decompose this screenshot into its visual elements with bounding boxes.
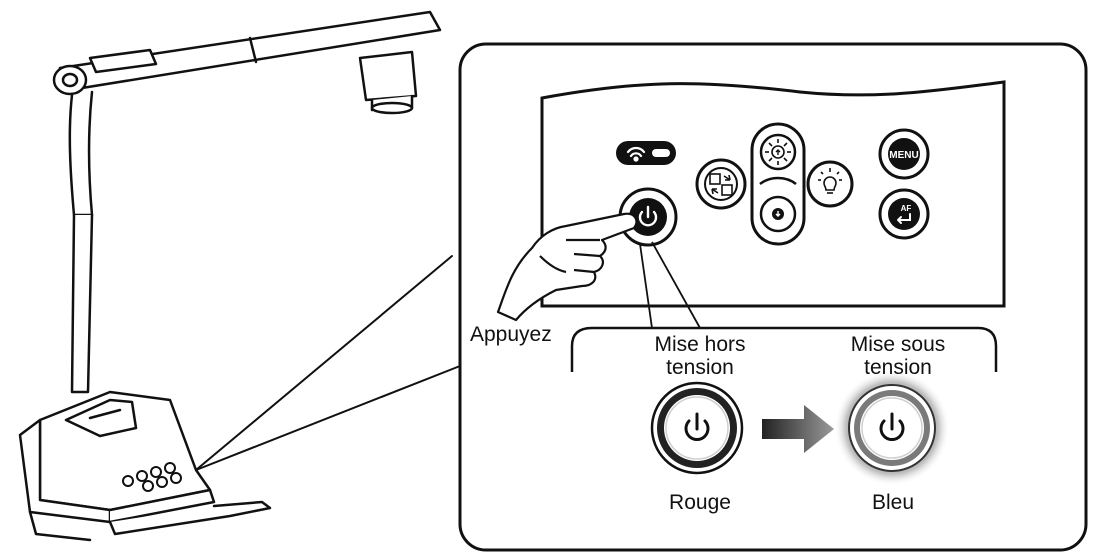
lamp-button[interactable] [806, 160, 854, 208]
power-off-label-line2: tension [666, 356, 734, 379]
rotate-button[interactable] [695, 158, 747, 210]
af-enter-button[interactable]: AF [878, 188, 930, 240]
red-state-label: Rouge [669, 491, 731, 514]
brightness-up-icon [765, 139, 791, 165]
wifi-icon [626, 146, 646, 162]
enter-icon [897, 213, 911, 224]
power-off-label: Mise hors tension [615, 333, 785, 379]
brightness-down-button[interactable] [759, 195, 797, 233]
power-button-blue [834, 370, 950, 486]
power-on-label-line1: Mise sous [850, 333, 946, 356]
menu-icon: MENU [889, 150, 918, 161]
power-icon [879, 412, 905, 441]
power-icon [638, 205, 658, 227]
power-on-label: Mise sous tension [808, 333, 988, 379]
panel-power-button[interactable] [618, 187, 678, 247]
brightness-down-icon [772, 208, 784, 220]
hand-pointer-icon [496, 212, 638, 322]
lamp-icon [818, 168, 842, 194]
base-buttons [122, 462, 182, 492]
callout-frame [458, 42, 1088, 552]
state-bracket [570, 326, 998, 372]
document-camera [18, 10, 461, 542]
wifi-indicator [616, 141, 676, 165]
menu-button[interactable]: MENU [878, 128, 930, 180]
af-label: AF [901, 204, 912, 213]
power-button-red [650, 381, 744, 475]
press-label: Appuyez [470, 323, 552, 346]
power-on-label-line2: tension [864, 356, 932, 379]
right-arrow-icon [762, 405, 834, 453]
brightness-up-button[interactable] [759, 133, 797, 171]
power-icon [684, 412, 710, 441]
power-off-label-line1: Mise hors [654, 333, 746, 356]
power-callout-lines [639, 241, 701, 329]
blue-state-label: Bleu [871, 491, 915, 514]
rotate-image-icon [709, 173, 733, 196]
